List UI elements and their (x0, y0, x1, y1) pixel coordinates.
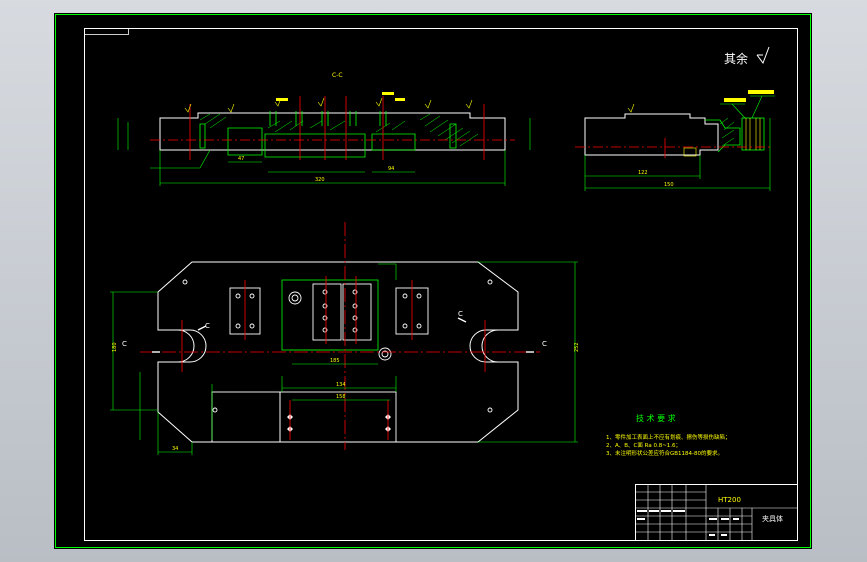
title-block-material: HT200 (718, 496, 741, 504)
dim-top-inner: 94 (388, 166, 394, 172)
plan-dimensions (110, 261, 578, 455)
dim-plan-right: 185 (330, 358, 340, 364)
dim-top-small: 47 (238, 156, 244, 162)
title-block-part-name: 夹具体 (762, 514, 783, 523)
section-title: C-C (332, 72, 343, 79)
dim-plan-bottom: 158 (336, 394, 346, 400)
tech-req-item-2: 2、A、B、C面 Ra 0.8~1.6； (606, 442, 681, 449)
section-center-lines (150, 96, 515, 160)
side-dimensions (584, 95, 775, 191)
drawing-number-box (84, 28, 129, 35)
dim-plan-width: 252 (574, 342, 580, 352)
title-block: HT200 夹具体 (635, 484, 798, 541)
tech-requirements: 技 术 要 求 1、零件加工表面上不应有划痕、擦伤等损伤缺陷； 2、A、B、C面… (606, 413, 731, 457)
inner-frame (84, 28, 798, 541)
section-mark-inner-left: C (205, 322, 210, 330)
dim-plan-height: 180 (112, 342, 118, 352)
tech-req-title: 技 术 要 求 (636, 413, 676, 423)
plan-center-lines (140, 222, 540, 450)
outer-border (55, 14, 811, 548)
section-mark-inner-right: C (458, 310, 463, 318)
section-hatch (199, 113, 479, 147)
dim-side-length: 122 (638, 170, 648, 176)
section-view-cc: C-C (117, 72, 531, 186)
plan-view: C C C C 180 252 134 158 (110, 222, 580, 455)
roughness-symbol-icon (756, 46, 770, 65)
tech-req-item-3: 3、未注明形状公差应符合GB1184-80的要求。 (606, 449, 723, 457)
dim-side-overall: 150 (664, 182, 674, 188)
surface-roughness-note: 其余 (724, 46, 770, 66)
dim-plan-left: 34 (172, 446, 178, 452)
drawing-area (54, 13, 812, 549)
tech-req-item-1: 1、零件加工表面上不应有划痕、擦伤等损伤缺陷； (606, 433, 731, 441)
surface-roughness-label: 其余 (724, 51, 748, 66)
section-mark-right: C (542, 340, 547, 348)
section-mark-left: C (122, 340, 127, 348)
section-dimensions (117, 118, 531, 186)
side-view: 122 150 (575, 90, 775, 191)
dim-plan-inner: 134 (336, 382, 346, 388)
section-outline (159, 112, 506, 151)
dim-top-overall: 320 (315, 177, 325, 183)
